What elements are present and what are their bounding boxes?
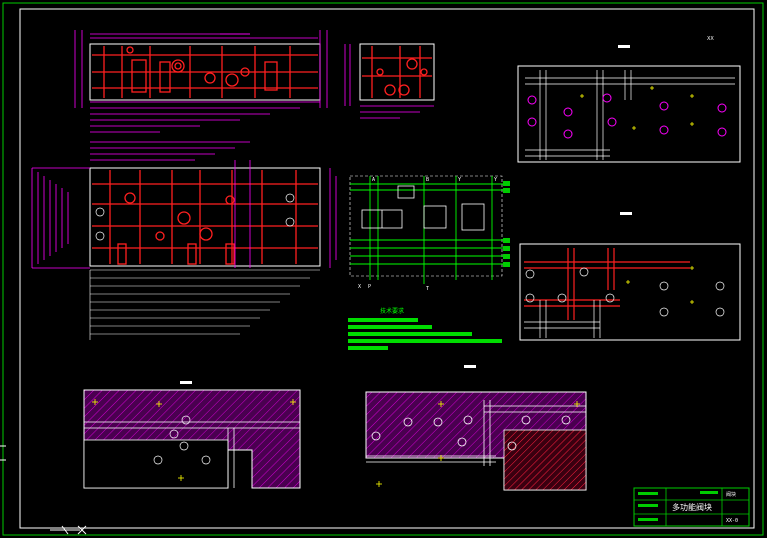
schematic-label-y2: Y — [494, 177, 497, 183]
technical-notes: 技术要求 — [348, 307, 502, 350]
title-block-extra: 阀块 — [726, 491, 736, 498]
inner-frame — [19, 8, 755, 529]
view-front-top — [74, 30, 328, 133]
view-bottom-middle-section — [365, 365, 587, 491]
schematic-label-b: B — [426, 177, 429, 183]
view-right-middle — [519, 212, 741, 341]
view-bottom-left-section — [83, 381, 301, 489]
schematic-label-a: A — [372, 177, 375, 183]
hydraulic-schematic: X P T A B Y Y — [349, 175, 510, 292]
view-side-top — [344, 43, 435, 119]
frame-corner-marks — [0, 445, 87, 535]
title-block-drawing-no: XX-0 — [726, 518, 738, 524]
title-block-title: 多功能阀块 — [672, 502, 712, 512]
schematic-label-x: X — [358, 284, 361, 290]
title-block: 多功能阀块 XX-0 阀块 — [633, 487, 750, 527]
scale-note: ⅩⅩ — [707, 36, 714, 42]
notes-title: 技术要求 — [380, 307, 404, 315]
schematic-label-y1: Y — [458, 177, 461, 183]
view-section-main — [31, 141, 337, 340]
view-right-top: ⅩⅩ — [517, 36, 741, 163]
schematic-label-p: P — [368, 284, 371, 290]
schematic-label-t: T — [426, 286, 429, 292]
